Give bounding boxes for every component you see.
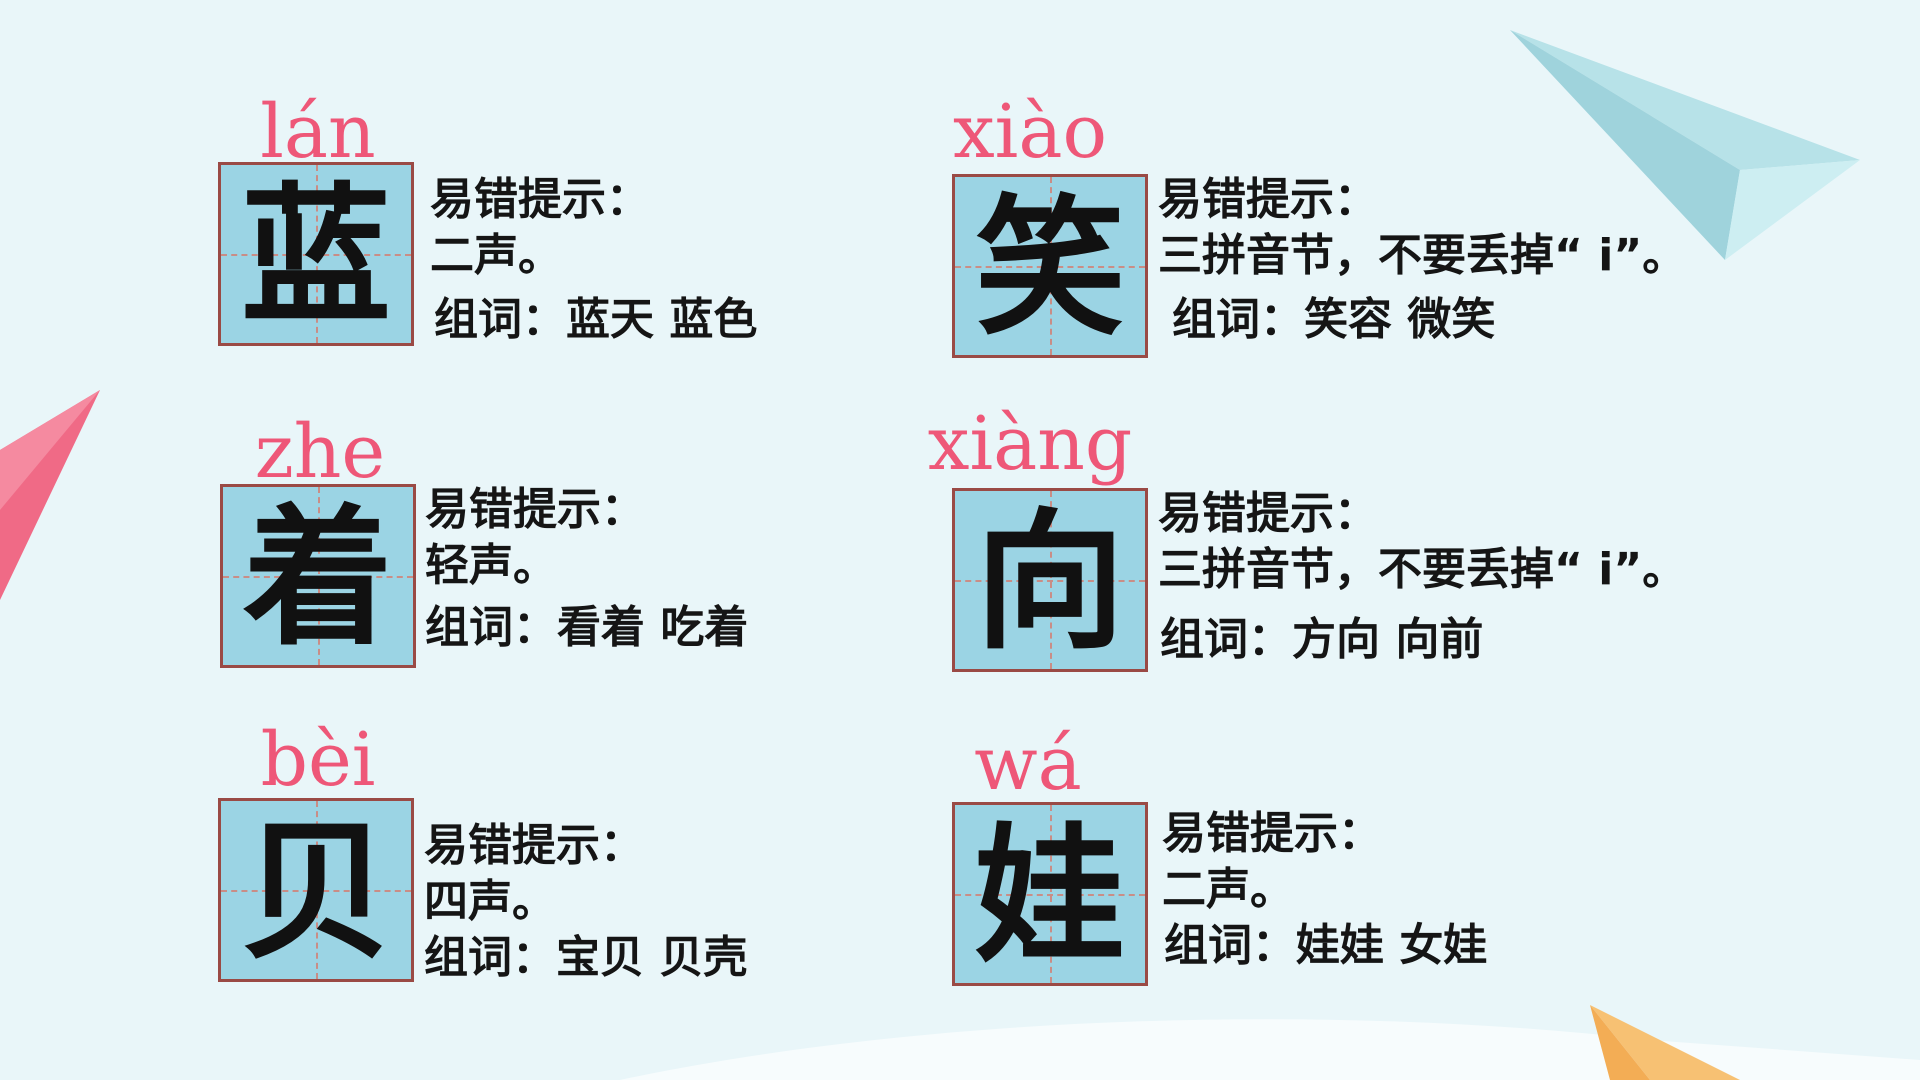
char-grid-box: 蓝 (218, 162, 414, 346)
hanzi-character: 蓝 (240, 170, 391, 344)
char-card-3: zhe 着 易错提示： 轻声。 组词：看着 吃着 (170, 412, 990, 702)
char-card-5: bèi 贝 易错提示： 四声。 组词：宝贝 贝壳 (168, 720, 988, 1010)
char-card-1: lán 蓝 易错提示： 二声。 组词：蓝天 蓝色 (168, 92, 988, 382)
pinyin-label: bèi (260, 717, 376, 803)
grid-horizontal-line (223, 576, 413, 578)
char-card-2: xiào 笑 易错提示： 三拼音节，不要丢掉“ i”。 组词：笑容 微笑 (900, 92, 1720, 382)
grid-horizontal-line (221, 254, 411, 256)
tip-text: 轻声。 (425, 540, 557, 591)
hanzi-character: 着 (242, 492, 393, 666)
char-grid-box: 着 (220, 484, 416, 668)
hanzi-character: 笑 (974, 182, 1125, 356)
char-grid-box: 娃 (952, 802, 1148, 986)
grid-horizontal-line (221, 890, 411, 892)
tip-text: 三拼音节，不要丢掉“ i”。 (1158, 544, 1687, 595)
tip-label: 易错提示： (1162, 808, 1382, 859)
word-examples: 组词：娃娃 女娃 (1164, 920, 1488, 971)
paper-plane-orange-icon (1590, 1005, 1740, 1080)
tip-label: 易错提示： (1158, 488, 1378, 539)
char-grid-box: 贝 (218, 798, 414, 982)
grid-horizontal-line (955, 580, 1145, 582)
char-card-4: xiàng 向 易错提示： 三拼音节，不要丢掉“ i”。 组词：方向 向前 (900, 404, 1720, 694)
pinyin-label: xiàng (927, 401, 1133, 487)
tip-text: 二声。 (1162, 864, 1294, 915)
word-examples: 组词：宝贝 贝壳 (424, 932, 748, 983)
pinyin-label: wá (974, 721, 1082, 807)
word-examples: 组词：笑容 微笑 (1172, 294, 1496, 345)
tip-text: 四声。 (424, 876, 556, 927)
tip-label: 易错提示： (424, 820, 644, 871)
tip-text: 三拼音节，不要丢掉“ i”。 (1158, 230, 1687, 281)
word-examples: 组词：方向 向前 (1160, 614, 1484, 665)
tip-label: 易错提示： (1158, 174, 1378, 225)
pinyin-label: xiào (952, 89, 1108, 175)
hanzi-character: 向 (974, 496, 1125, 670)
tip-label: 易错提示： (430, 174, 650, 225)
char-grid-box: 笑 (952, 174, 1148, 358)
paper-plane-pink-icon (0, 390, 100, 600)
paper-plane-teal-icon (1510, 30, 1860, 260)
char-grid-box: 向 (952, 488, 1148, 672)
pinyin-label: zhe (254, 409, 386, 495)
word-examples: 组词：蓝天 蓝色 (434, 294, 758, 345)
grid-horizontal-line (955, 266, 1145, 268)
hanzi-character: 娃 (974, 810, 1125, 984)
tip-text: 二声。 (430, 230, 562, 281)
tip-label: 易错提示： (425, 484, 645, 535)
word-examples: 组词：看着 吃着 (425, 602, 749, 653)
hanzi-character: 贝 (240, 806, 391, 980)
grid-horizontal-line (955, 894, 1145, 896)
char-card-6: wá 娃 易错提示： 二声。 组词：娃娃 女娃 (900, 724, 1720, 1014)
pinyin-label: lán (260, 89, 376, 175)
